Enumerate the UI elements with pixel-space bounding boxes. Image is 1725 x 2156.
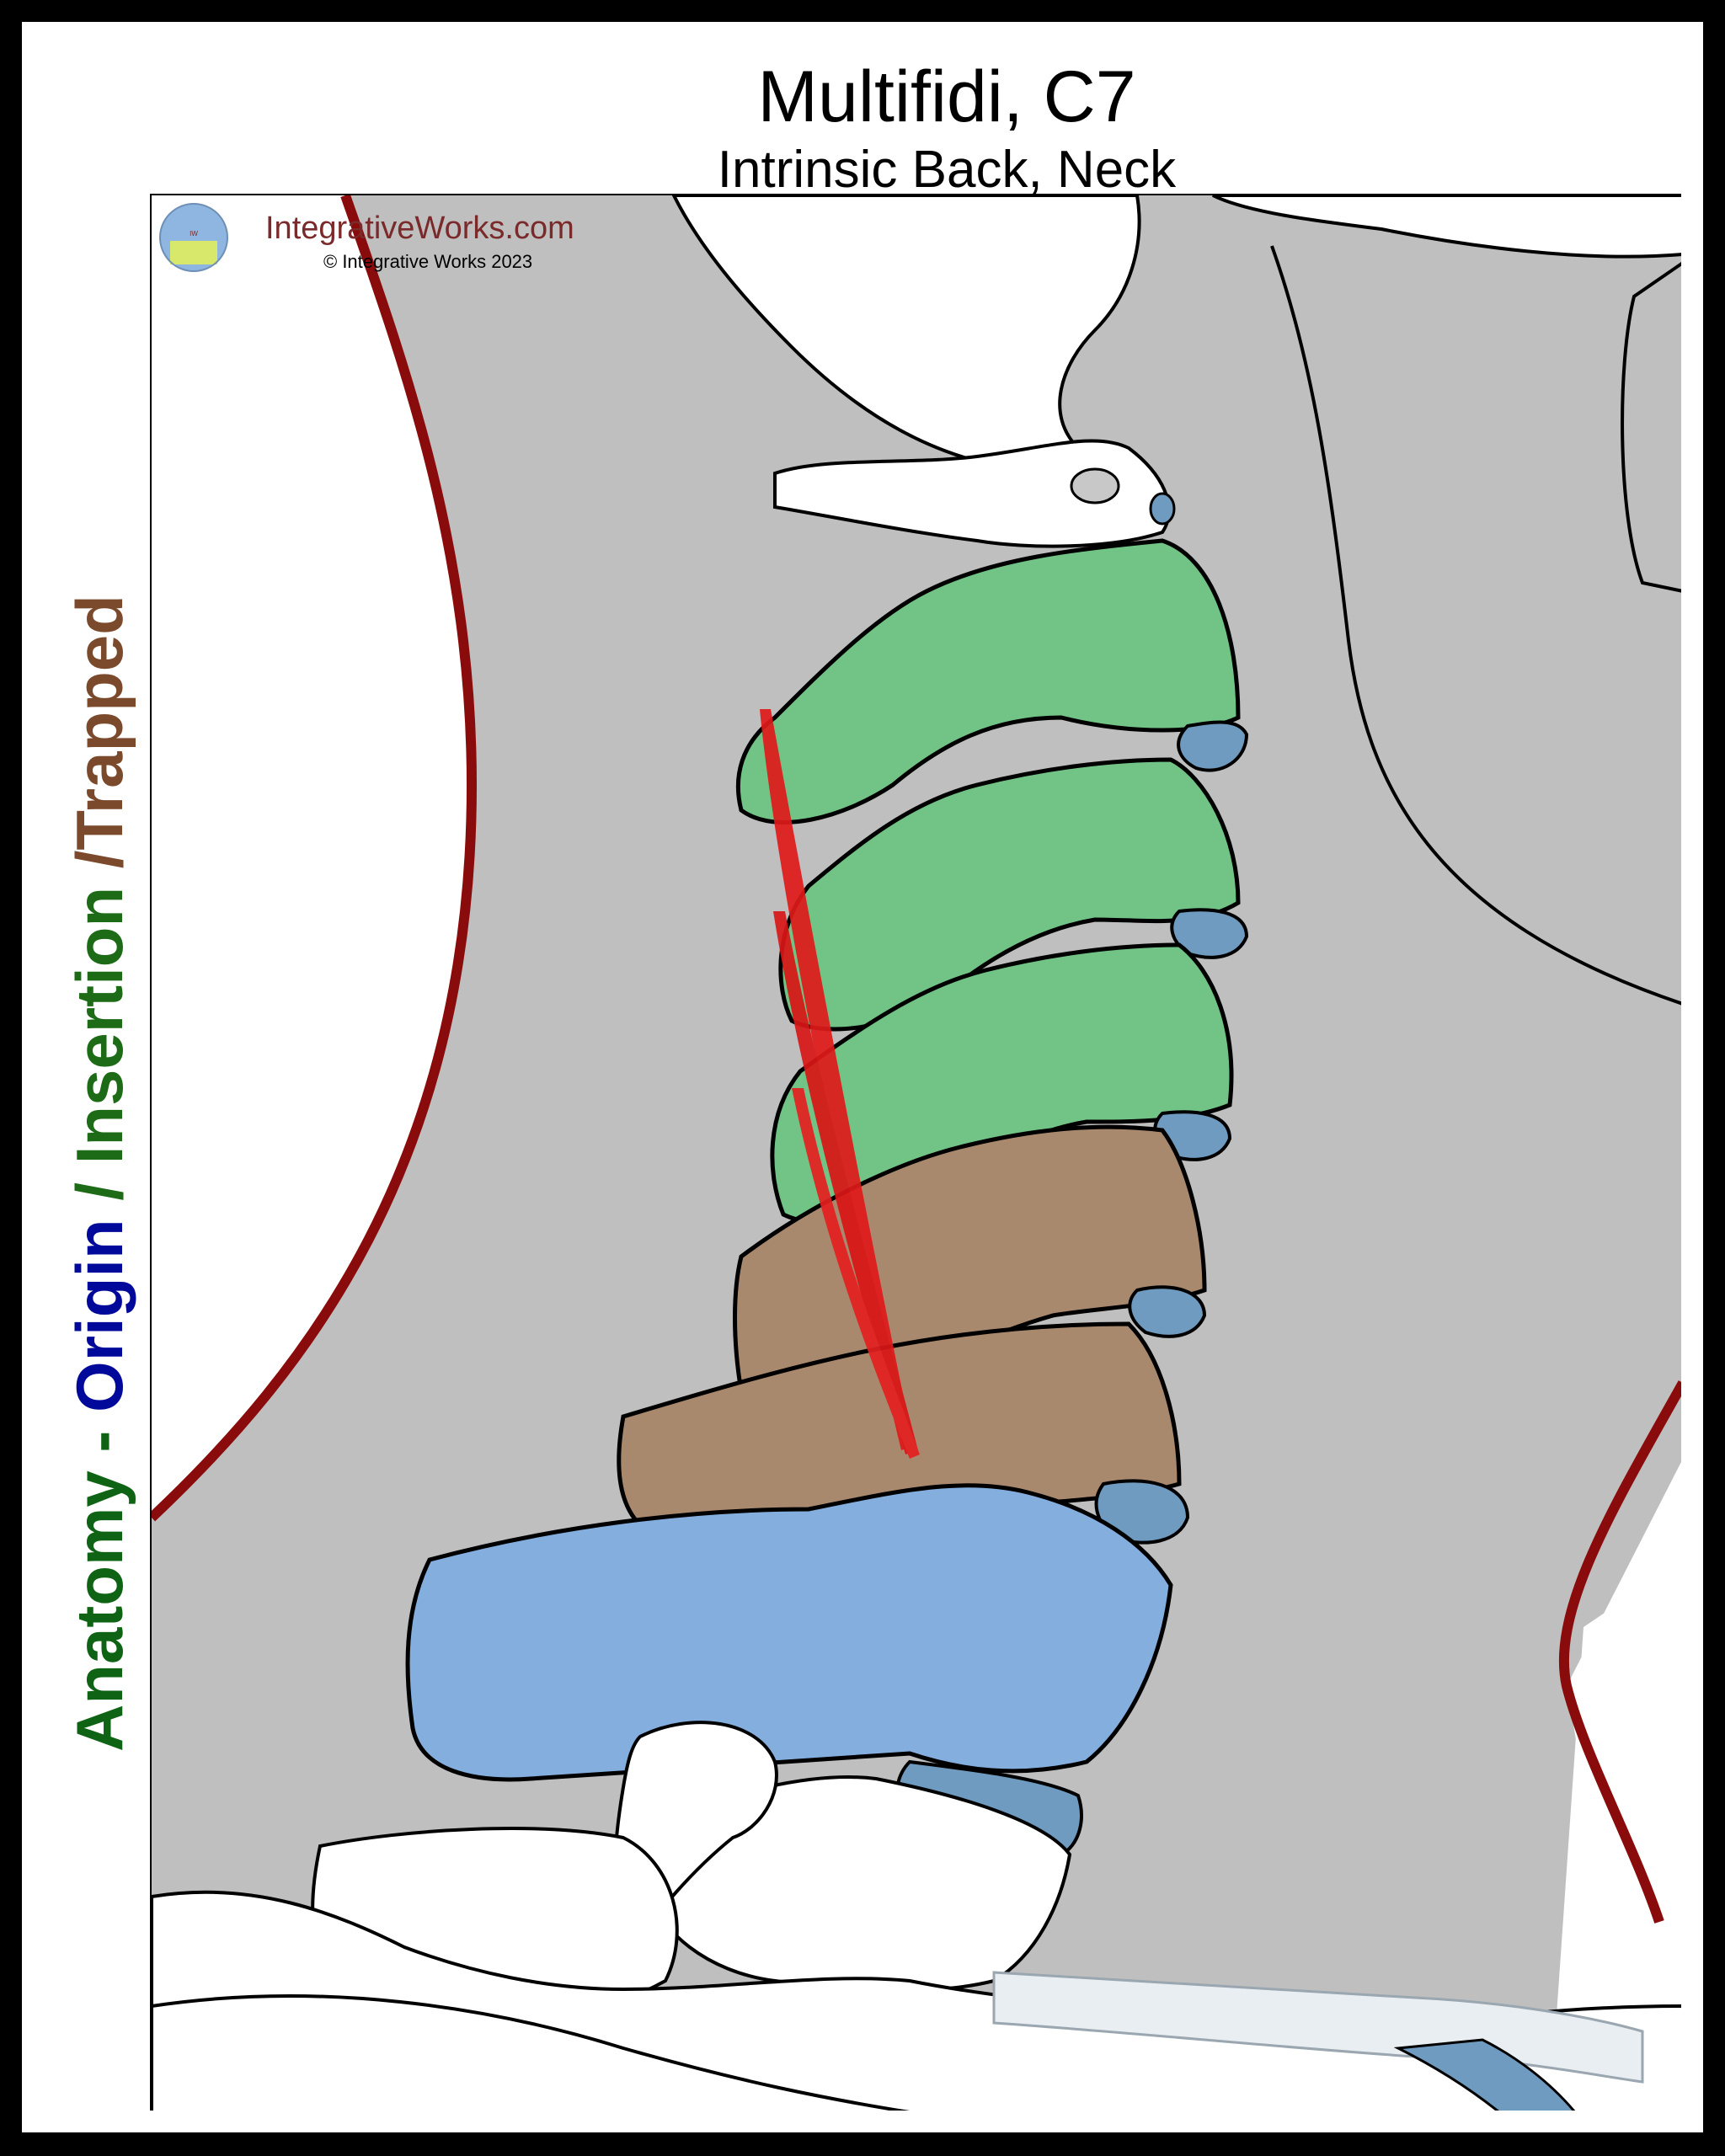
legend-insertion: Insertion: [62, 886, 136, 1165]
muscle-fiber-1: [760, 709, 914, 1450]
muscle-fiber-2: [773, 911, 918, 1454]
page-title: Multifidi, C7: [757, 56, 1136, 137]
pharynx-outline: [1270, 245, 1681, 1006]
anatomy-diagram: [150, 194, 1681, 2111]
page-subtitle: Intrinsic Back, Neck: [717, 141, 1177, 199]
svg-text:IW: IW: [190, 230, 198, 237]
logo: IW: [159, 203, 228, 272]
skull-right: [1212, 195, 1681, 259]
legend-trapped: Trapped: [62, 595, 136, 851]
legend-origin: Origin: [62, 1219, 136, 1412]
skin-outline-right: [1558, 1380, 1681, 1924]
legend-vertical-label: Anatomy - Origin / Insertion /Trapped: [59, 404, 140, 1752]
legend-separator-2: /: [62, 850, 136, 887]
disc-c3-c4: [1170, 908, 1249, 959]
mandible-edge: [1621, 261, 1681, 593]
c1-foramen: [1070, 467, 1120, 504]
disc-c2-c3: [1177, 720, 1249, 772]
c1-disc: [1149, 492, 1176, 526]
brand-site[interactable]: IntegrativeWorks.com: [265, 211, 574, 246]
legend-separator: /: [62, 1164, 136, 1219]
disc-c6-c7: [1094, 1479, 1190, 1545]
legend-anatomy: Anatomy -: [62, 1412, 136, 1752]
right-skin-area: [1567, 1461, 1681, 2111]
disc-c5-c6: [1128, 1285, 1207, 1338]
multifidi-c7-muscle: [760, 709, 920, 1459]
skin-outline-left: [152, 195, 478, 1522]
rib-inner: [152, 1994, 911, 2111]
muscle-fiber-3: [792, 1088, 920, 1459]
copyright-text: © Integrative Works 2023: [323, 251, 533, 272]
subclavian-region: [1393, 2038, 1576, 2111]
vertebra-c7-origin: [405, 1483, 1173, 1782]
